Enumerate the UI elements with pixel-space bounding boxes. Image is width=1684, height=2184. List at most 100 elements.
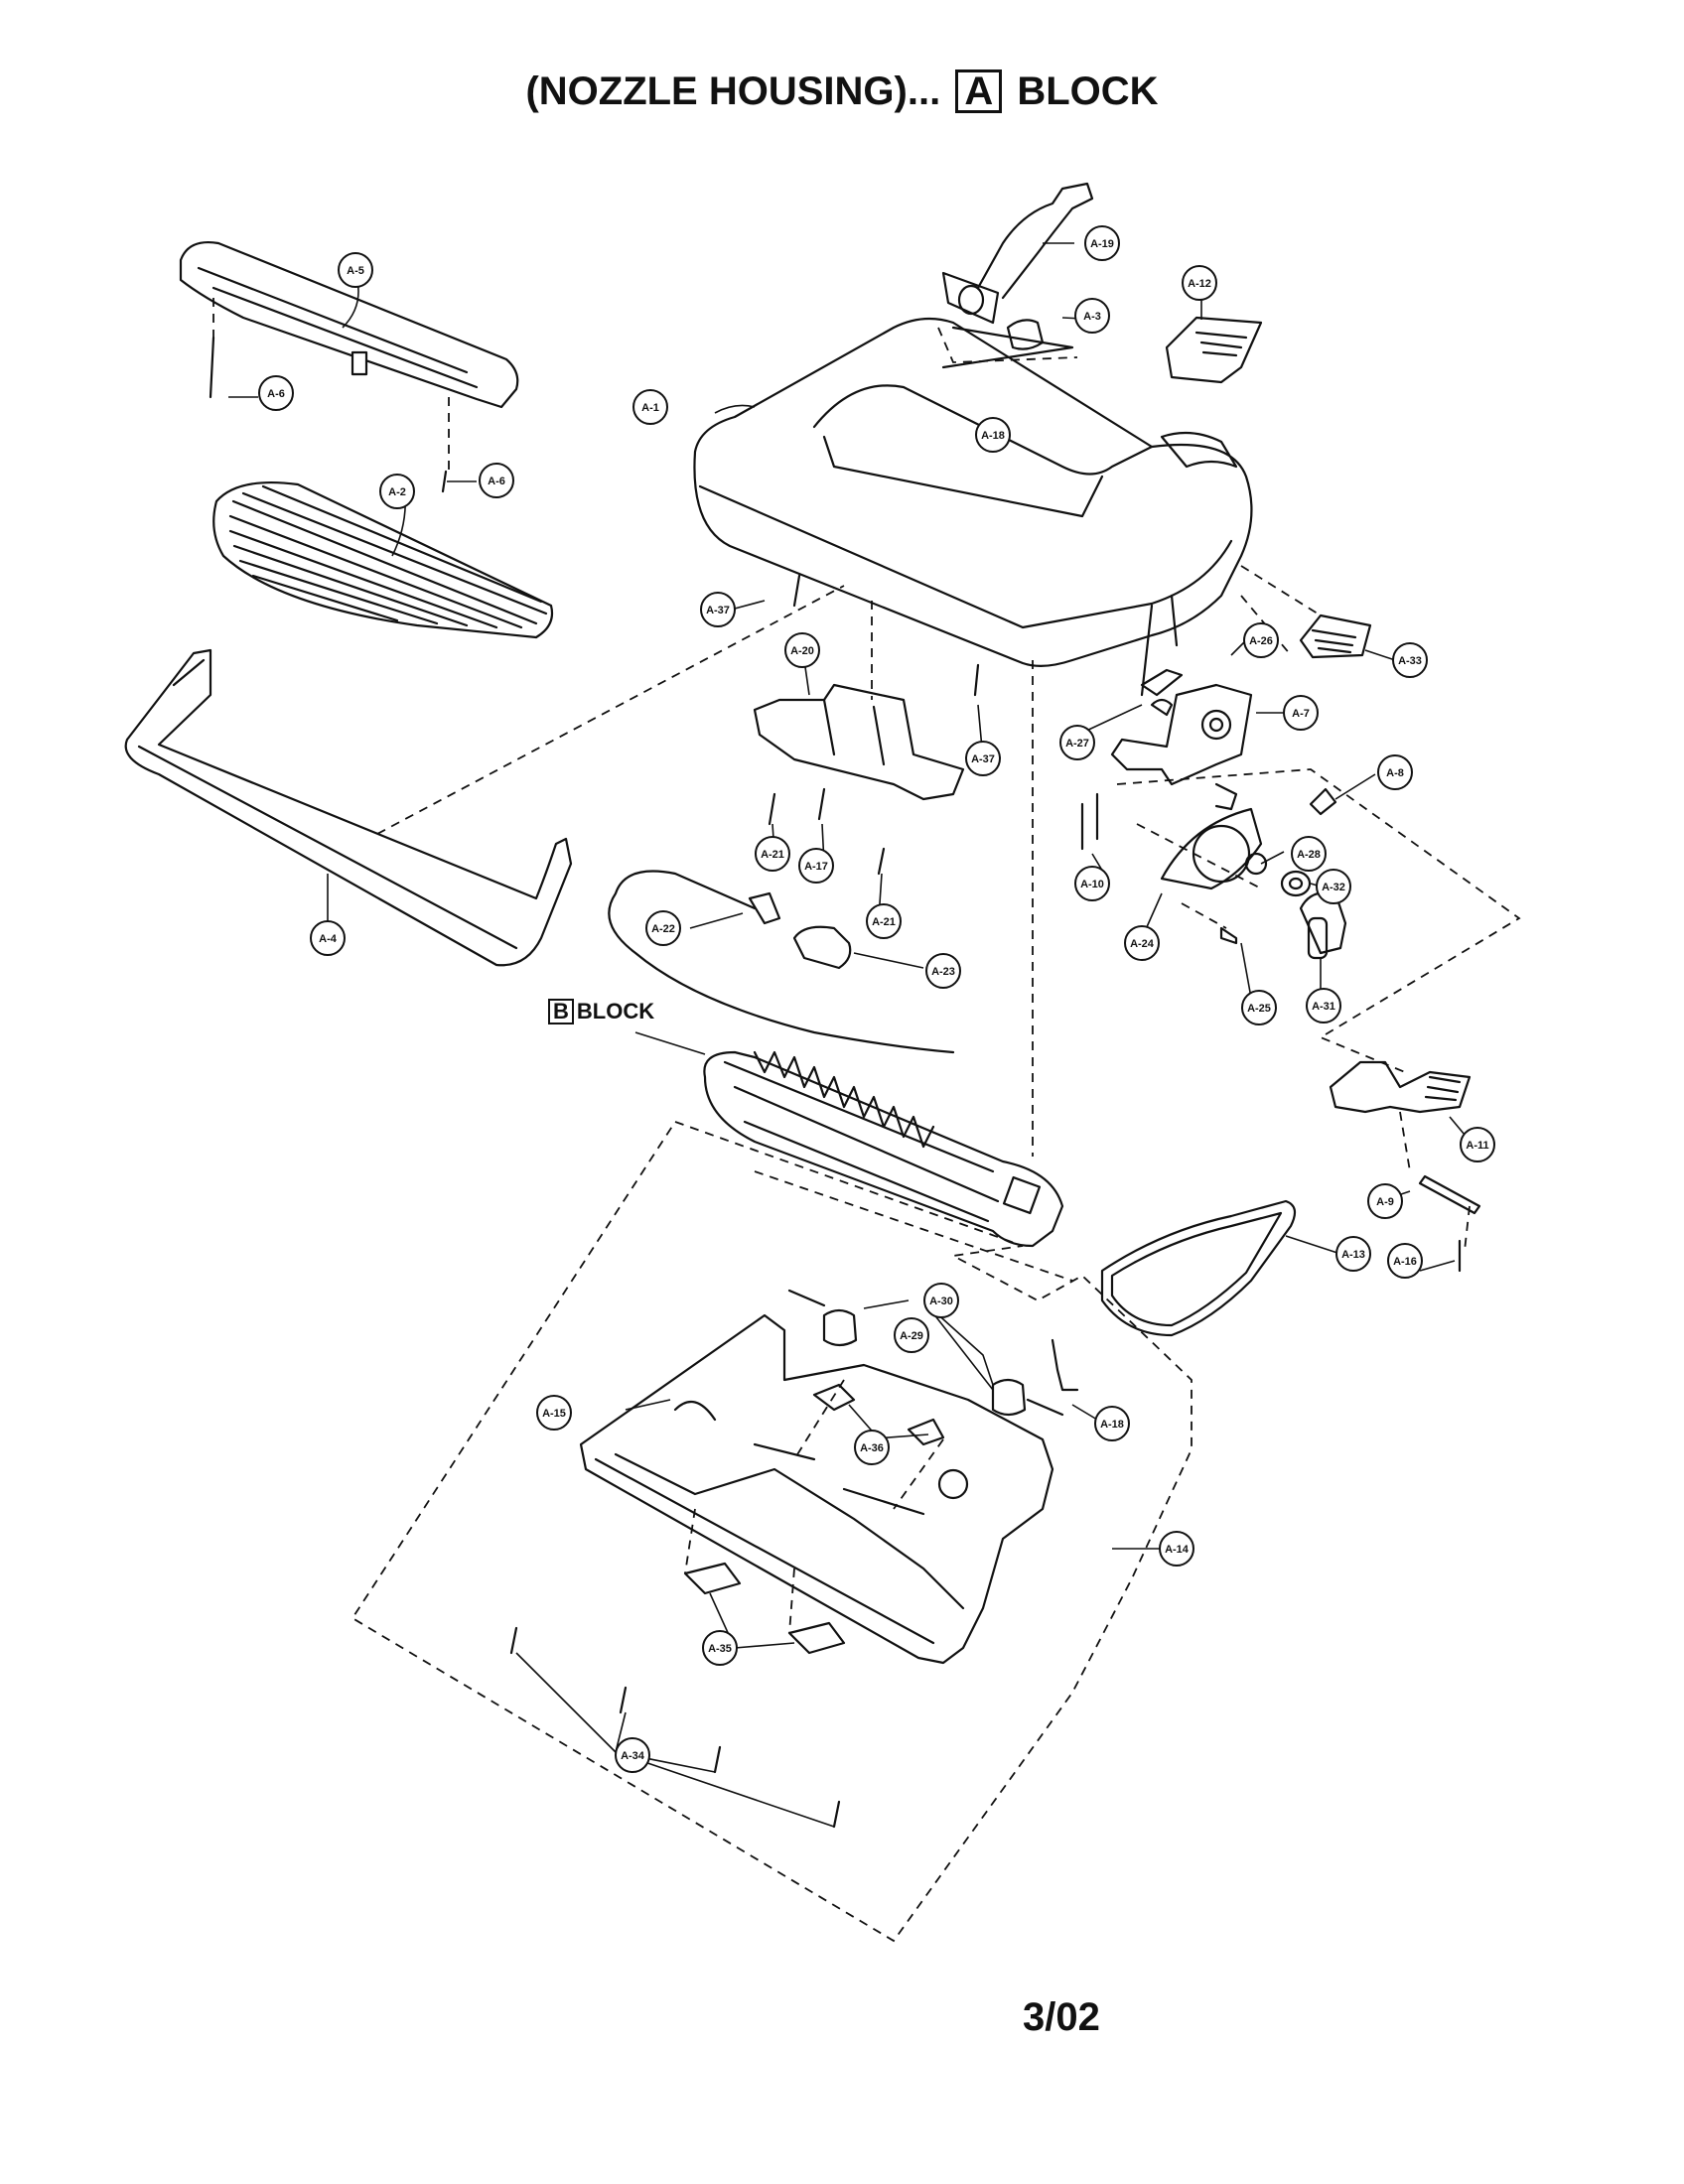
callout-a-6: A-6 [258,375,294,411]
sub-block-letter: B [548,999,574,1024]
part-a1-housing [693,317,1253,667]
part-a4-bumper-strip [124,648,573,967]
callout-circle [310,920,346,956]
part-a2-grille [212,481,554,639]
part-brushroll [703,1050,1064,1248]
callout-circle [923,1283,959,1318]
callout-label: A-37 [706,605,730,616]
callout-label: A-21 [761,849,784,861]
callout-circle [1182,265,1217,301]
part-a13-belt [1100,1199,1297,1337]
callout-a-5: A-5 [338,252,373,288]
callout-label: A-20 [790,645,814,657]
callout-label: A-7 [1292,708,1310,720]
callout-label: A-16 [1393,1256,1417,1268]
part-a33-pedal [1299,614,1372,659]
callout-a-21: A-21 [866,903,902,939]
callout-circle [1460,1127,1495,1162]
callout-a-21: A-21 [755,836,790,872]
title-prefix: (NOZZLE HOUSING)... [525,69,941,113]
part-a3-fitting [1006,319,1045,350]
callout-circle [1124,925,1160,961]
callout-a-31: A-31 [1306,988,1341,1024]
callout-a-29: A-29 [894,1317,929,1353]
callout-circle [1243,622,1279,658]
callout-circle [1306,988,1341,1024]
callout-circle [379,474,415,509]
callout-a-32: A-32 [1316,869,1351,904]
callout-a-14: A-14 [1159,1531,1194,1567]
part-a12-label [1165,316,1263,384]
callout-label: A-15 [542,1408,566,1420]
callout-a-10: A-10 [1074,866,1110,901]
callout-circle [1283,695,1319,731]
callout-a-18: A-18 [1094,1406,1130,1441]
callout-circle [1367,1183,1403,1219]
callout-circle [338,252,373,288]
callout-a-3: A-3 [1074,298,1110,334]
a14-assembly-enclosure [351,1120,1193,1943]
callout-circle [1159,1531,1194,1567]
callout-a-28: A-28 [1291,836,1327,872]
callout-a-12: A-12 [1182,265,1217,301]
callout-label: A-6 [267,388,285,400]
callout-a-7: A-7 [1283,695,1319,731]
callout-circle [645,910,681,946]
callout-label: A-10 [1080,879,1104,890]
callout-a-23: A-23 [925,953,961,989]
callout-label: A-24 [1130,938,1155,950]
callout-a-15: A-15 [536,1395,572,1431]
callout-circle [536,1395,572,1431]
callout-circle [1059,725,1095,760]
callout-circle [1074,866,1110,901]
part-a29-roller-2 [991,1378,1027,1417]
part-a19-tube [941,271,1000,325]
callout-circle [755,836,790,872]
callout-circle [925,953,961,989]
callout-label: A-34 [621,1750,645,1762]
callout-circle [866,903,902,939]
callout-label: A-9 [1376,1196,1394,1208]
callout-circle [965,741,1001,776]
title-suffix: BLOCK [1017,69,1159,113]
callout-circle [258,375,294,411]
callout-label: A-26 [1249,635,1273,647]
callout-layer: A-1A-2A-3A-4A-5A-6A-6A-7A-8A-9A-10A-11A-… [258,225,1495,1773]
callout-circle [894,1317,929,1353]
callout-a-20: A-20 [784,632,820,668]
footer-date: 3/02 [1023,1995,1100,2039]
callout-label: A-28 [1297,849,1321,861]
callout-a-9: A-9 [1367,1183,1403,1219]
callout-label: A-6 [488,476,505,487]
callout-a-17: A-17 [798,848,834,884]
callout-label: A-29 [900,1330,923,1342]
callout-a-37: A-37 [700,592,736,627]
callout-label: A-36 [860,1442,884,1454]
callout-a-25: A-25 [1241,990,1277,1025]
callout-a-22: A-22 [645,910,681,946]
callout-circle [632,389,668,425]
callout-circle [1074,298,1110,334]
callout-circle [854,1430,890,1465]
callout-label: A-17 [804,861,828,873]
callout-label: A-13 [1341,1249,1365,1261]
part-a24-gear-plate [1160,807,1263,890]
callout-label: A-4 [319,933,338,945]
callout-circle [784,632,820,668]
callout-label: A-33 [1398,655,1422,667]
part-a22-cord [608,870,955,1054]
part-a23-bulb [792,925,852,970]
callout-label: A-30 [929,1296,953,1307]
callout-circle [702,1630,738,1666]
callout-a-26: A-26 [1243,622,1279,658]
part-a15-base-plate [579,1313,1054,1665]
part-a20-bracket [753,683,965,801]
callout-a-35: A-35 [702,1630,738,1666]
callout-label: A-35 [708,1643,732,1655]
callout-a-27: A-27 [1059,725,1095,760]
part-a29-roller-1 [822,1308,858,1347]
callout-label: A-2 [388,486,406,498]
callout-label: A-5 [347,265,364,277]
